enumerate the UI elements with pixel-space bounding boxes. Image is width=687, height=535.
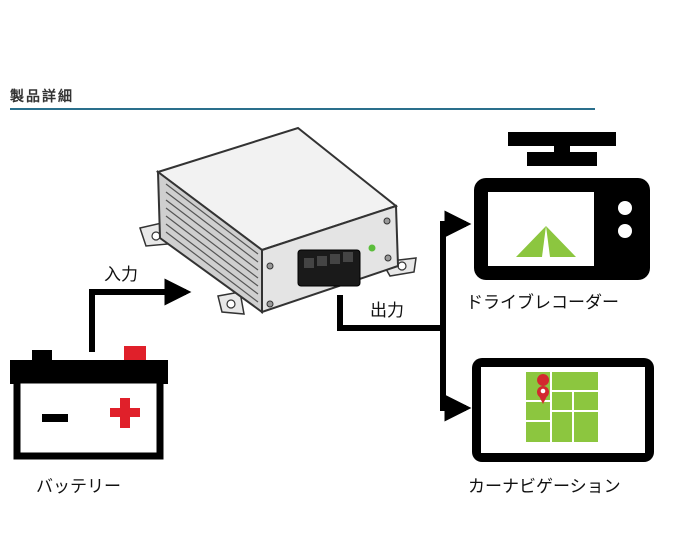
- input-label: 入力: [104, 265, 138, 285]
- battery-label: バッテリー: [36, 477, 121, 497]
- battery-icon: [10, 346, 168, 460]
- drive-recorder-icon: [474, 132, 650, 280]
- drive-recorder-label: ドライブレコーダー: [466, 293, 619, 313]
- output-label: 出力: [370, 301, 404, 321]
- input-arrow: [89, 278, 192, 352]
- car-navigation-icon: [472, 358, 654, 462]
- converter-unit-icon: [139, 126, 417, 315]
- car-navigation-label: カーナビゲーション: [468, 477, 621, 497]
- output-arrows: [337, 210, 472, 422]
- section-heading-rule: [10, 108, 595, 110]
- section-heading: 製品詳細: [10, 89, 74, 105]
- map-pin-icon: [537, 374, 550, 404]
